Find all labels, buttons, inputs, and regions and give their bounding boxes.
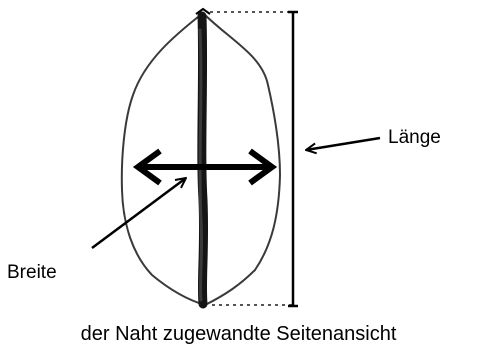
width-arrowhead-left <box>132 148 162 186</box>
seed-tip <box>195 7 211 15</box>
width-arrowhead-right <box>248 148 278 186</box>
figure-caption: der Naht zugewandte Seitenansicht <box>80 323 397 345</box>
width-pointer-arrow <box>91 178 186 250</box>
width-label: Breite <box>7 262 57 283</box>
suture-line-texture <box>198 28 204 302</box>
length-pointer-arrow <box>306 136 381 150</box>
length-label: Länge <box>388 127 441 148</box>
suture-line <box>197 11 209 309</box>
